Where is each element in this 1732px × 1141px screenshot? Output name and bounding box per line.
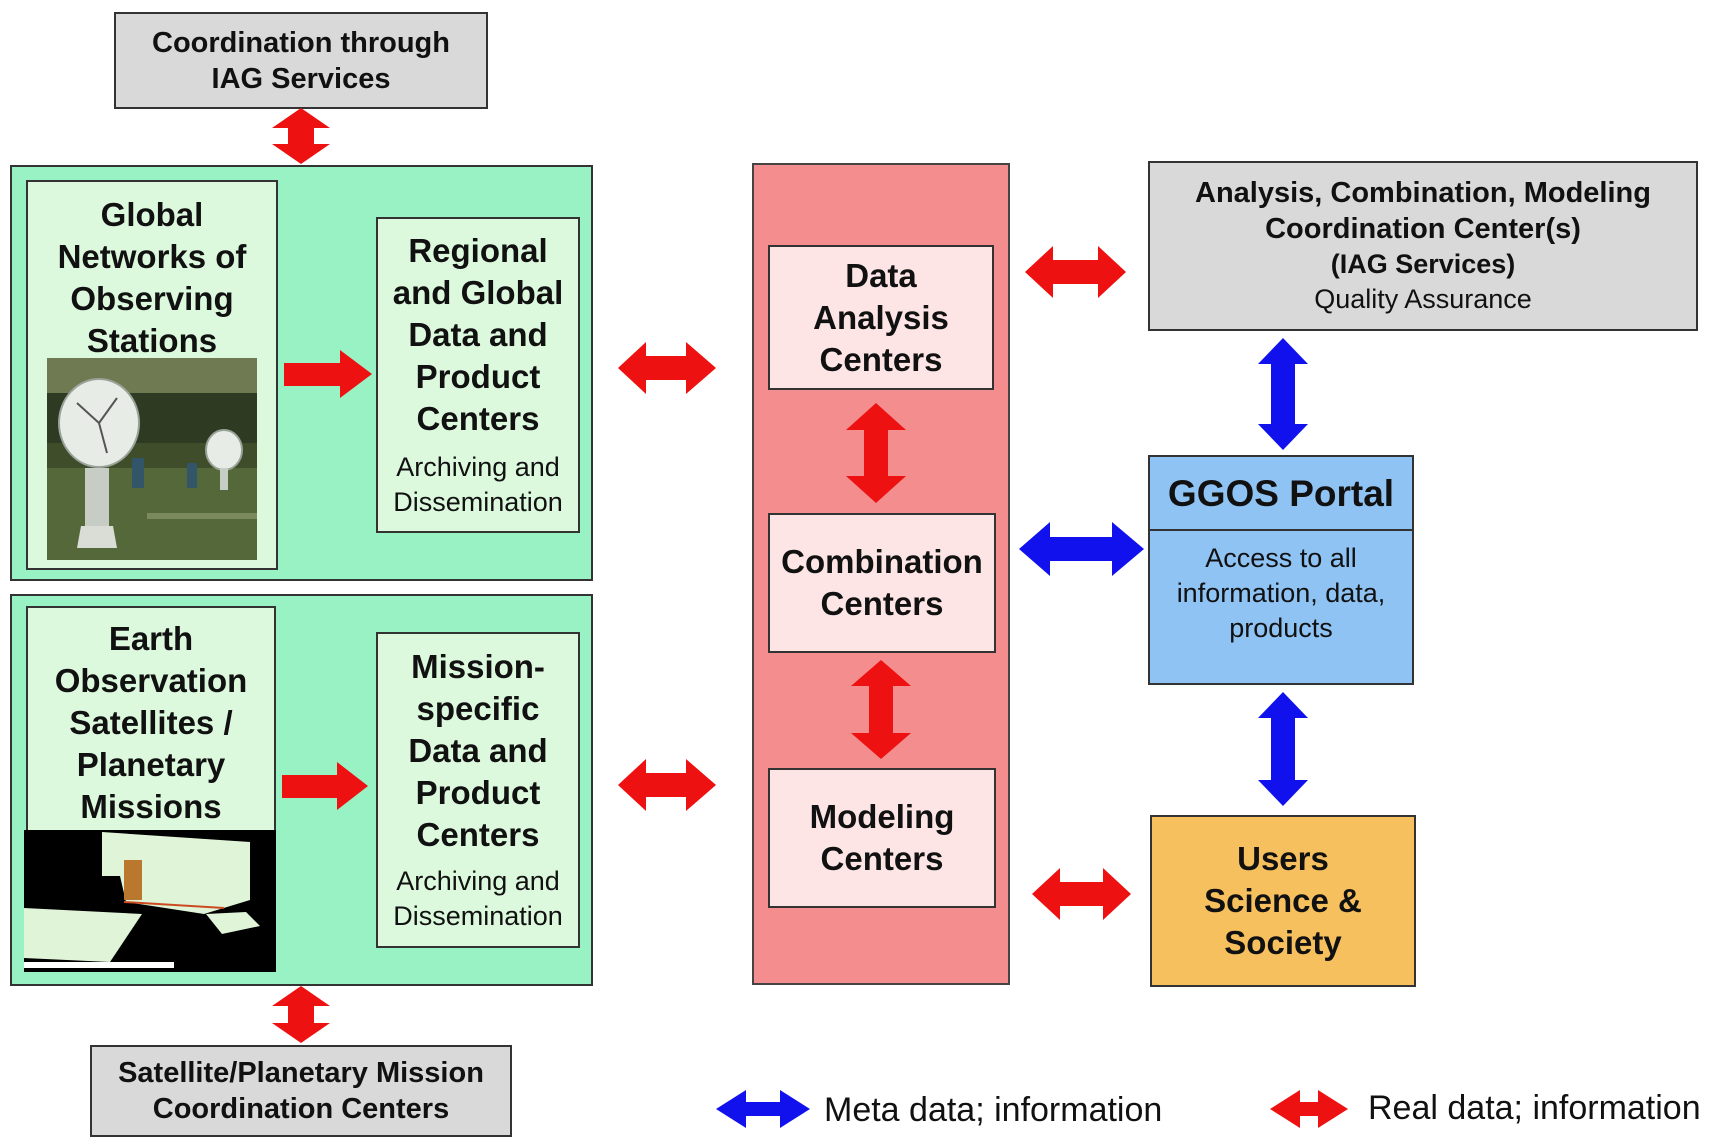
users-line1: Users — [1237, 840, 1329, 877]
arrow-acm-to-portal — [1258, 338, 1308, 450]
mission-coordination-line1: Satellite/Planetary Mission — [118, 1057, 484, 1089]
acm-line1: Analysis, Combination, Modeling — [1195, 177, 1651, 209]
acm-coordination-box: Analysis, Combination, Modeling Coordina… — [1148, 161, 1698, 331]
mission-sub2: Dissemination — [393, 901, 563, 931]
mission-line1: Mission- — [411, 648, 545, 685]
combination-line2: Centers — [820, 585, 944, 622]
arrow-ground-to-centers — [618, 342, 716, 394]
iag-services-line2: IAG Services — [211, 62, 391, 95]
satellite-illustration — [24, 830, 276, 972]
mission-line3: Data and — [408, 732, 548, 769]
modeling-line2: Centers — [820, 840, 944, 877]
data-analysis-line1: Data — [845, 256, 917, 294]
arrow-analysis-combination — [846, 403, 906, 503]
arrow-networks-to-regional — [284, 350, 372, 398]
earth-observation-line4: Planetary — [76, 746, 226, 783]
regional-sub2: Dissemination — [393, 487, 563, 517]
ggos-portal-box[interactable]: GGOS Portal Access to all information, d… — [1148, 455, 1414, 685]
arrow-modeling-to-users — [1032, 868, 1131, 920]
acm-line2: Coordination Center(s) — [1265, 213, 1581, 245]
mission-specific-centers-box: Mission- specific Data and Product Cente… — [376, 632, 580, 948]
earth-observation-line5: Missions — [80, 788, 222, 825]
arrow-top-service — [272, 108, 330, 164]
regional-line2: and Global — [392, 274, 564, 311]
arrow-centers-to-portal — [1019, 522, 1144, 576]
mission-coordination-line2: Coordination Centers — [152, 1093, 450, 1125]
arrow-combination-modeling — [851, 660, 911, 759]
global-networks-line2: Networks of — [57, 238, 247, 275]
acm-line4: Quality Assurance — [1314, 284, 1532, 314]
mission-line5: Centers — [416, 816, 540, 853]
data-analysis-line2: Analysis — [813, 298, 949, 336]
mission-coordination-box: Satellite/Planetary Mission Coordination… — [90, 1045, 512, 1137]
legend-real-arrow-icon — [1270, 1090, 1348, 1128]
mission-line2: specific — [416, 690, 540, 727]
modeling-line1: Modeling — [809, 798, 955, 835]
acm-line3: (IAG Services) — [1330, 249, 1516, 279]
data-analysis-line3: Centers — [819, 340, 943, 378]
ggos-portal-line1: Access to all — [1205, 543, 1357, 573]
earth-observation-line3: Satellites / — [69, 704, 233, 741]
legend-meta-label: Meta data; information — [824, 1091, 1163, 1129]
data-analysis-centers-box: Data Analysis Centers — [768, 245, 994, 390]
mission-sub1: Archiving and — [396, 866, 560, 896]
users-line2: Science & — [1204, 882, 1362, 919]
regional-line4: Product — [415, 358, 541, 395]
mission-line4: Product — [415, 774, 541, 811]
combination-line1: Combination — [781, 543, 983, 580]
modeling-centers-box: Modeling Centers — [768, 768, 996, 908]
users-line3: Society — [1224, 924, 1342, 961]
global-networks-line1: Global — [100, 196, 204, 233]
arrow-satellites-to-centers — [618, 759, 716, 811]
regional-line5: Centers — [416, 400, 540, 437]
ggos-portal-line3: products — [1229, 613, 1333, 643]
legend-real-label: Real data; information — [1368, 1089, 1701, 1127]
legend-meta-arrow-icon — [716, 1090, 810, 1128]
iag-services-box: Coordination through IAG Services — [114, 12, 488, 109]
regional-global-centers-box: Regional and Global Data and Product Cen… — [376, 217, 580, 533]
arrow-bottom-service — [272, 986, 330, 1043]
regional-line1: Regional — [408, 232, 548, 269]
users-box: Users Science & Society — [1150, 815, 1416, 987]
earth-observation-line1: Earth — [108, 620, 194, 657]
arrow-analysis-to-acm — [1025, 246, 1126, 298]
regional-sub1: Archiving and — [396, 452, 560, 482]
earth-observation-line2: Observation — [54, 662, 248, 699]
ggos-portal-title: GGOS Portal — [1150, 457, 1412, 531]
arrow-portal-to-users — [1258, 692, 1308, 806]
radio-telescope-photo — [47, 358, 257, 560]
iag-services-line1: Coordination through — [152, 26, 450, 59]
global-networks-line4: Stations — [86, 322, 218, 359]
global-networks-line3: Observing — [70, 280, 234, 317]
regional-line3: Data and — [408, 316, 548, 353]
arrow-satellites-to-mission — [282, 762, 368, 810]
ggos-portal-line2: information, data, — [1176, 578, 1386, 608]
combination-centers-box: Combination Centers — [768, 513, 996, 653]
